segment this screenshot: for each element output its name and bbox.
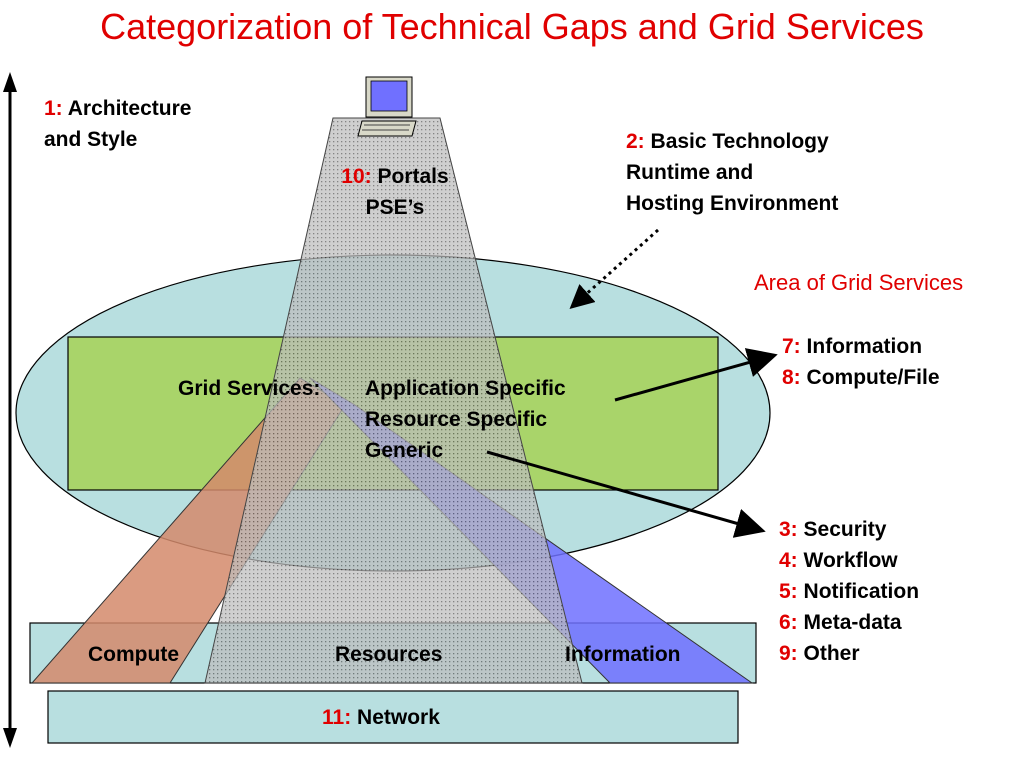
architecture-line2: and Style (44, 128, 138, 151)
grid-service-generic: Generic (365, 439, 444, 462)
network-bar (47, 690, 739, 744)
resource-compute-label: Compute (88, 643, 179, 666)
info-compute-list: 7: Information 8: Compute/File (782, 331, 940, 393)
grid-service-resource-specific: Resource Specific (365, 408, 548, 431)
network-text: Network (357, 706, 440, 729)
gaps-list-arrow (486, 450, 766, 538)
architecture-line1: Architecture (67, 97, 192, 120)
notification-label: Notification (803, 580, 920, 603)
workflow-label: Workflow (803, 549, 898, 572)
list-item: 5: Notification (779, 576, 919, 607)
portals-num: 10: (341, 165, 372, 188)
portals-line2: PSE’s (365, 196, 425, 219)
portal-beam (204, 117, 583, 684)
portals-line1: Portals (377, 165, 449, 188)
network-label: 11: Network (322, 702, 440, 733)
basic-technology-label: 2: Basic Technology Runtime and Hosting … (626, 126, 838, 219)
basic-tech-num: 2: (626, 130, 645, 153)
resource-information-label: Information (565, 643, 681, 666)
axis-arrowhead-bottom (3, 728, 17, 748)
list-item: 3: Security (779, 514, 919, 545)
other-label: Other (803, 642, 860, 665)
list-item: 7: Information (782, 331, 940, 362)
area-of-grid-services-label: Area of Grid Services (754, 270, 964, 295)
grid-services-items: Application Specific Resource Specific G… (365, 373, 566, 466)
architecture-label: 1: Architecture and Style (44, 93, 191, 155)
grid-services-heading: Grid Services: (178, 377, 321, 400)
other-num: 9: (779, 642, 798, 665)
security-label: Security (803, 518, 887, 541)
security-num: 3: (779, 518, 798, 541)
basic-tech-line3: Hosting Environment (626, 192, 839, 215)
basic-tech-line1: Basic Technology (650, 130, 829, 153)
metadata-label: Meta-data (803, 611, 902, 634)
list-item: 6: Meta-data (779, 607, 919, 638)
compute-file-label: Compute/File (806, 366, 940, 389)
network-num: 11: (322, 706, 352, 729)
gaps-list: 3: Security 4: Workflow 5: Notification … (779, 514, 919, 669)
architecture-num: 1: (44, 97, 63, 120)
resource-resources-label: Resources (335, 643, 443, 666)
compute-file-num: 8: (782, 366, 801, 389)
page-title: Categorization of Technical Gaps and Gri… (100, 6, 924, 47)
info-compute-arrow (614, 348, 778, 402)
basic-tech-line2: Runtime and (626, 161, 754, 184)
portals-label: 10: Portals PSE’s (315, 161, 475, 223)
list-item: 9: Other (779, 638, 919, 669)
workflow-num: 4: (779, 549, 798, 572)
grid-service-application-specific: Application Specific (365, 377, 566, 400)
basic-tech-dotted-arrow (569, 228, 659, 309)
notification-num: 5: (779, 580, 798, 603)
info-num: 7: (782, 335, 801, 358)
info-label: Information (806, 335, 923, 358)
axis-arrowhead-top (3, 72, 17, 92)
list-item: 8: Compute/File (782, 362, 940, 393)
computer-icon (357, 76, 417, 137)
list-item: 4: Workflow (779, 545, 919, 576)
metadata-num: 6: (779, 611, 798, 634)
